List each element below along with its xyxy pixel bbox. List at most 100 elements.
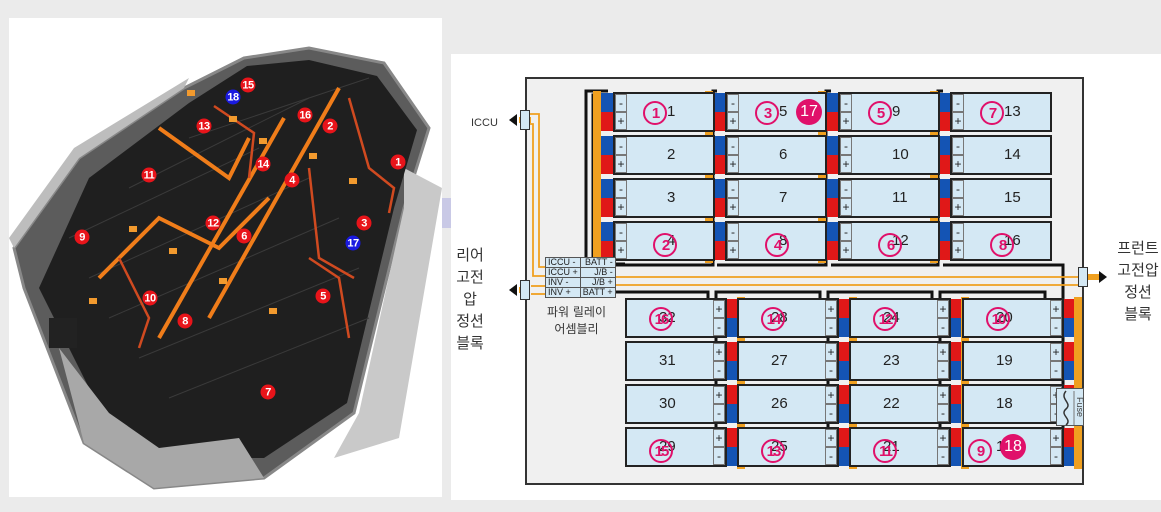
photo-badge-12: 12 (205, 215, 221, 231)
terminal-plus: + (825, 429, 837, 447)
rear-jb-arrow-icon (509, 284, 517, 296)
module-number: 31 (659, 352, 676, 369)
connection-point-annotation: 16 (649, 307, 673, 331)
service-point-annotation: 18 (1000, 434, 1026, 460)
rear-label-line: 블록 (456, 334, 484, 352)
battery-module-15: -+15 (950, 178, 1052, 218)
terminal-plus: + (937, 386, 949, 404)
terminal-minus: - (615, 223, 627, 241)
terminal-plus: + (713, 386, 725, 404)
front-junction-block-label: 프런트 고전압 정션 블록 (1115, 237, 1161, 325)
terminal-plus: + (952, 112, 964, 130)
module-number: 19 (996, 352, 1013, 369)
relay-label-line: 파워 릴레이 (546, 305, 606, 319)
module-area (39, 60, 417, 458)
terminal-plus: + (840, 112, 852, 130)
terminal-plus: + (1050, 300, 1062, 318)
terminal-minus: - (937, 447, 949, 465)
photo-badge-2: 2 (322, 118, 338, 134)
terminal-minus: - (952, 223, 964, 241)
photo-badge-16: 16 (297, 107, 313, 123)
battery-pack-photo (9, 46, 442, 490)
photo-badge-4: 4 (284, 172, 300, 188)
terminal-plus: + (615, 241, 627, 259)
photo-badge-13: 13 (196, 118, 212, 134)
battery-module-31: +-31 (625, 341, 727, 381)
relay-cell: BATT + (579, 287, 616, 298)
terminal-plus: + (615, 155, 627, 173)
photo-badge-10: 10 (142, 290, 158, 306)
terminal-plus: + (825, 386, 837, 404)
terminal-minus: - (840, 223, 852, 241)
fuse-symbol-icon (1063, 390, 1075, 426)
terminal-minus: - (727, 137, 739, 155)
connection-point-annotation: 11 (873, 439, 897, 463)
terminal-plus: + (825, 343, 837, 361)
battery-module-26: +-26 (737, 384, 839, 424)
battery-module-25: +-25 (737, 427, 839, 467)
terminal-plus: + (615, 198, 627, 216)
red-cables (117, 97, 396, 349)
rear-label-line: 리어 (456, 246, 484, 264)
terminal-minus: - (952, 137, 964, 155)
connection-point-annotation: 8 (990, 233, 1014, 257)
connection-point-annotation: 13 (761, 439, 785, 463)
module-number: 27 (771, 352, 788, 369)
terminal-minus: - (727, 223, 739, 241)
terminal-plus: + (840, 198, 852, 216)
connection-point-annotation: 14 (761, 307, 785, 331)
terminal-plus: + (727, 198, 739, 216)
photo-badge-7: 7 (260, 384, 276, 400)
photo-badge-14: 14 (255, 156, 271, 172)
terminal-minus: - (1050, 447, 1062, 465)
power-relay-table: ICCU -BATT - ICCU +J/B - INV -J/B + INV … (545, 257, 616, 298)
terminal-minus: - (937, 404, 949, 422)
connection-point-annotation: 3 (755, 101, 779, 125)
power-relay-assembly-label: 파워 릴레이 어셈블리 (539, 304, 614, 338)
battery-module-24: +-24 (849, 298, 951, 338)
front-label-line: 정션 (1124, 283, 1152, 301)
fuse-label: Fuse (1075, 396, 1086, 418)
relay-row: INV -J/B + (545, 277, 616, 288)
iccu-connector (520, 110, 530, 130)
terminal-minus: - (952, 180, 964, 198)
photo-badge-5: 5 (315, 288, 331, 304)
module-number: 9 (892, 103, 901, 120)
battery-module-7: -+7 (725, 178, 827, 218)
photo-badge-15: 15 (240, 77, 256, 93)
module-number: 6 (779, 146, 788, 163)
relay-cell: INV - (545, 277, 581, 288)
module-number: 2 (667, 146, 676, 163)
connection-point-annotation: 4 (765, 233, 789, 257)
module-number: 14 (1004, 146, 1021, 163)
terminal-minus: - (727, 180, 739, 198)
connection-point-annotation: 1 (643, 101, 667, 125)
battery-module-2: -+2 (613, 135, 715, 175)
terminal-minus: - (840, 94, 852, 112)
module-number: 1 (667, 103, 676, 120)
terminal-plus: + (840, 155, 852, 173)
photo-badge-8: 8 (177, 313, 193, 329)
battery-module-23: +-23 (849, 341, 951, 381)
terminal-minus: - (937, 318, 949, 336)
connection-point-annotation: 10 (986, 307, 1010, 331)
front-tray-plate (59, 348, 264, 488)
orange-connectors (89, 90, 357, 314)
photo-badge-18: 18 (225, 89, 241, 105)
photo-badge-6: 6 (236, 228, 252, 244)
module-number: 26 (771, 395, 788, 412)
module-number: 13 (1004, 103, 1021, 120)
terminal-minus: - (713, 318, 725, 336)
terminal-minus: - (1050, 361, 1062, 379)
terminal-plus: + (937, 429, 949, 447)
terminal-plus: + (1050, 343, 1062, 361)
relay-cell: ICCU + (545, 267, 581, 278)
module-number: 3 (667, 189, 676, 206)
front-label-line: 프런트 (1117, 239, 1159, 257)
service-point-annotation: 17 (796, 99, 822, 125)
terminal-plus: + (727, 155, 739, 173)
module-number: 11 (892, 189, 908, 206)
connection-point-annotation: 9 (968, 439, 992, 463)
battery-module-1: -+1 (613, 92, 715, 132)
